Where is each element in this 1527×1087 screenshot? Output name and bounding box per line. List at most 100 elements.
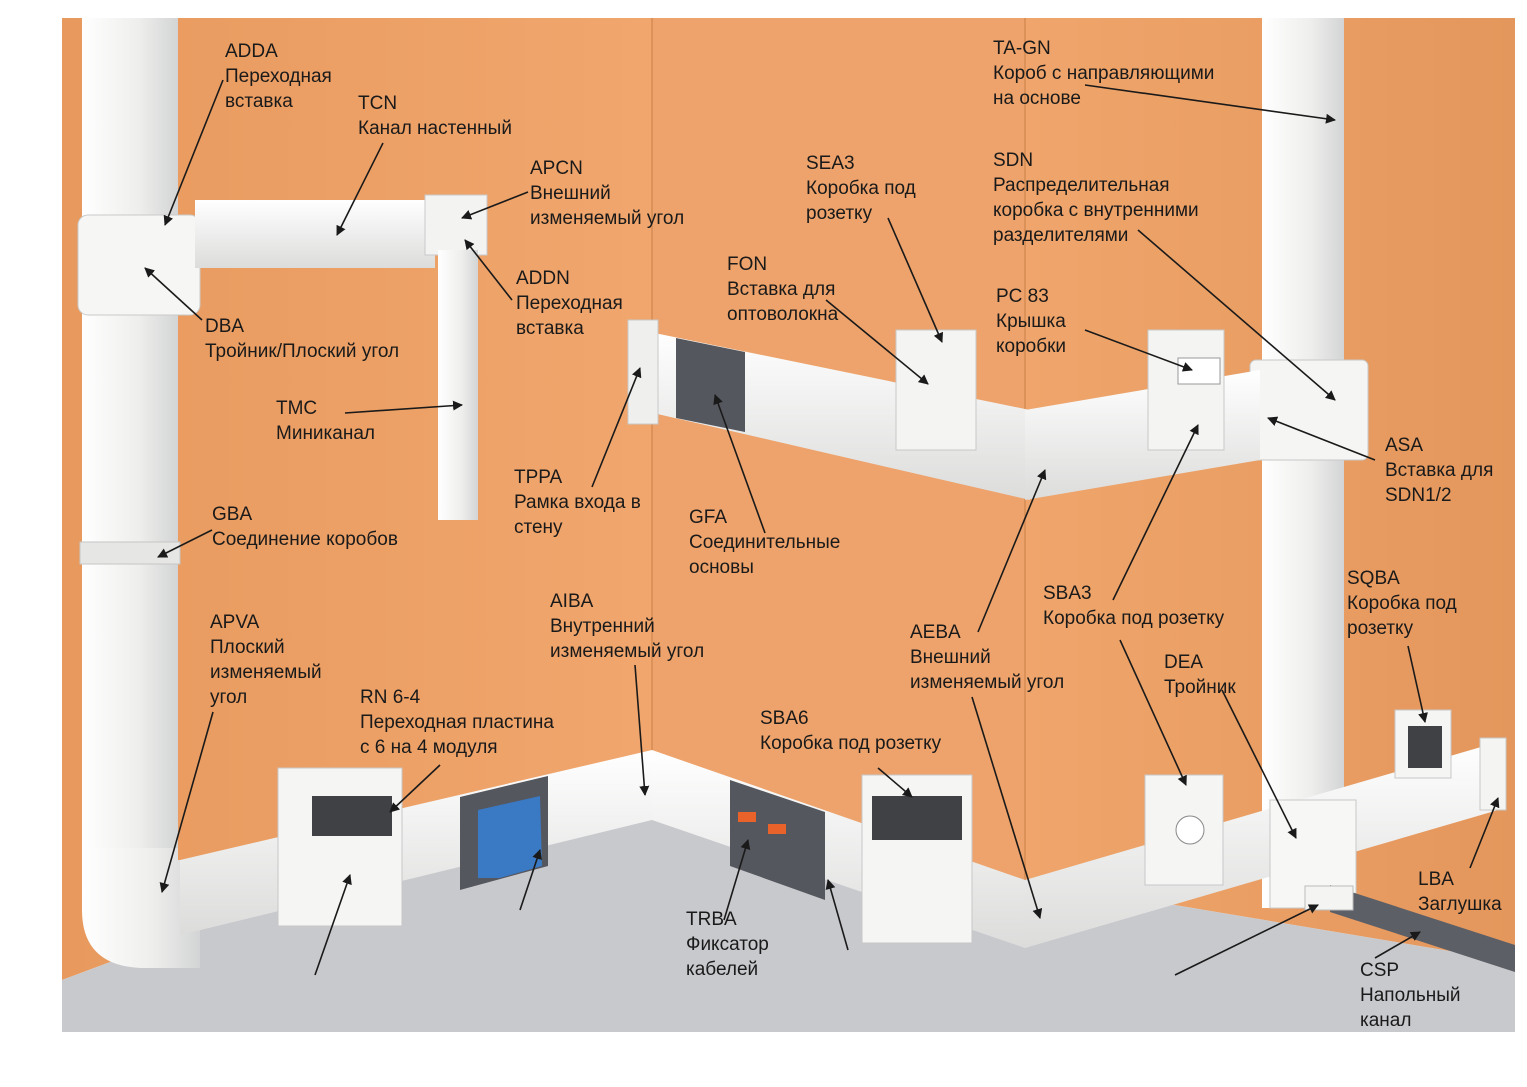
label-desc: канал: [1360, 1010, 1412, 1031]
label-aiba: AIBA Внутренний изменяемый угол: [550, 589, 704, 664]
leader-csp: [1174, 904, 1319, 976]
label-desc: изменяемый: [210, 662, 322, 683]
label-code: APVA: [210, 612, 260, 633]
label-sba6: SBA6 Коробка под розетку: [760, 706, 941, 756]
label-code: TPPA: [514, 467, 563, 488]
label-dba: DBA Тройник/Плоский угол: [205, 314, 399, 364]
label-desc: стену: [514, 517, 563, 538]
right-skirting-duct: [1025, 740, 1505, 948]
label-desc: Тройник/Плоский угол: [205, 341, 400, 362]
label-code: ASA: [1385, 435, 1424, 456]
label-desc: коробки: [996, 336, 1067, 357]
leader-tcn: [336, 142, 384, 236]
leader-gba: [157, 529, 213, 558]
rn64-box: [277, 767, 403, 927]
upper-horizontal-duct: [195, 200, 435, 268]
label-code: APCN: [530, 158, 583, 179]
floor: [62, 760, 1515, 1032]
label-desc: разделителями: [993, 225, 1129, 246]
pc83-box: [1147, 329, 1225, 451]
label-desc: Переходная пластина: [360, 712, 554, 733]
label-desc: Внешний: [910, 647, 991, 668]
label-desc: вставка: [225, 91, 293, 112]
right-vertical-duct: [1262, 18, 1344, 908]
label-desc: Тройник: [1164, 677, 1236, 698]
label-desc: SDN1/2: [1385, 485, 1452, 506]
leader-dea: [1221, 689, 1297, 839]
label-code: SBA6: [760, 708, 809, 729]
leader-dba: [144, 267, 203, 321]
label-tppa: TPPA Рамка входа в стену: [514, 465, 641, 540]
label-code: GFA: [689, 507, 728, 528]
socket: [1175, 815, 1205, 845]
label-desc: Коробка под розетку: [760, 733, 942, 754]
label-code: AEBA: [910, 622, 961, 643]
sea3-box: [895, 329, 977, 451]
label-fon: FON Вставка для оптоволокна: [727, 252, 838, 327]
leader-tagn: [1084, 84, 1336, 124]
sdn-box: [1249, 359, 1369, 461]
leader-fon: [825, 299, 929, 385]
tppa-frame: [627, 319, 659, 425]
label-desc: Напольный: [1360, 985, 1461, 1006]
label-desc: розетку: [1347, 618, 1414, 639]
label-desc: Внешний: [530, 183, 611, 204]
leader-sqba: [1407, 645, 1428, 723]
label-code: LBA: [1418, 869, 1454, 890]
apcn-corner: [424, 194, 488, 256]
gba-joint: [79, 541, 181, 565]
label-desc: Вставка для: [1385, 460, 1494, 481]
label-desc: Коробка под: [806, 178, 916, 199]
label-trba: TRBA Фиксатор кабелей: [686, 907, 769, 982]
label-desc: с 6 на 4 модуля: [360, 737, 498, 758]
label-code: SEA3: [806, 153, 855, 174]
label-desc: Коробка под: [1347, 593, 1457, 614]
label-desc: Переходная: [225, 66, 332, 87]
leader-tmc: [344, 400, 463, 414]
csp-floor-channel: [1330, 885, 1515, 972]
label-sqba: SQBA Коробка под розетку: [1347, 566, 1457, 641]
label-desc: Канал настенный: [358, 118, 512, 139]
label-tmc: TMC Миниканал: [276, 396, 375, 446]
aiba-blue-frame: [478, 796, 542, 878]
label-desc: Соединение коробов: [212, 529, 398, 550]
label-rn64: RN 6-4 Переходная пластина с 6 на 4 моду…: [360, 685, 554, 760]
label-desc: основы: [689, 557, 754, 578]
label-apva: APVA Плоский изменяемый угол: [210, 610, 322, 710]
pc83-switch: [1177, 357, 1221, 385]
sqba-opening: [1408, 726, 1442, 768]
leader-addn: [464, 239, 513, 301]
label-code: AIBA: [550, 591, 594, 612]
label-desc: Рамка входа в: [514, 492, 641, 513]
label-desc: Соединительные: [689, 532, 841, 553]
label-desc: кабелей: [686, 959, 759, 980]
label-code: RN 6-4: [360, 687, 421, 708]
leader-rn64-2: [314, 874, 352, 976]
leader-csp-2: [1374, 931, 1421, 959]
label-code: TCN: [358, 93, 398, 114]
label-desc: на основе: [993, 88, 1081, 109]
label-code: ADDA: [225, 41, 278, 62]
label-code: TA-GN: [993, 38, 1051, 59]
label-code: SBA3: [1043, 583, 1092, 604]
leader-sba6: [877, 767, 913, 798]
trba-clip-1: [738, 812, 756, 822]
label-sdn: SDN Распределительная коробка с внутренн…: [993, 148, 1199, 248]
label-desc: вставка: [516, 318, 584, 339]
leader-apva: [159, 711, 214, 893]
label-desc: угол: [210, 687, 248, 708]
label-desc: Коробка под розетку: [1043, 608, 1225, 629]
label-csp: CSP Напольный канал: [1360, 958, 1460, 1033]
leader-trba-2: [825, 879, 849, 951]
leader-sdn: [1137, 229, 1336, 401]
label-code: PC 83: [996, 286, 1049, 307]
left-vertical-duct: [82, 18, 178, 848]
label-desc: коробка с внутренними: [993, 200, 1199, 221]
leader-aiba-1: [634, 664, 650, 796]
label-pc83: PC 83 Крышка коробки: [996, 284, 1066, 359]
label-desc: изменяемый угол: [910, 672, 1065, 693]
label-gfa: GFA Соединительные основы: [689, 505, 840, 580]
label-dea: DEA Тройник: [1164, 650, 1236, 700]
tmc-minichannel: [438, 250, 478, 520]
